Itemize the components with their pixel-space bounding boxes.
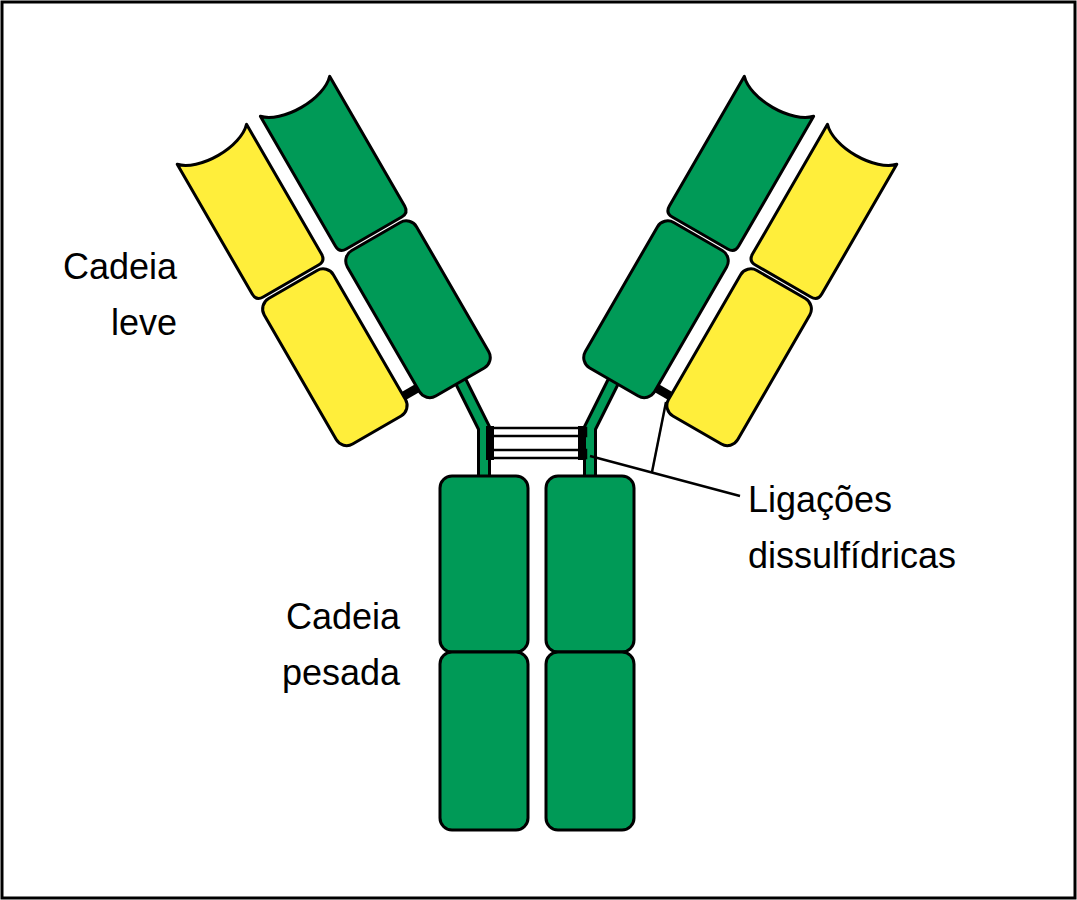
fab-arm-right [579,76,896,450]
disulfide-bond [488,428,586,436]
leader-line [590,456,740,496]
hinge-right [590,376,616,482]
leader-line [652,402,666,472]
fab-arm-left [177,76,494,450]
heavy-chain-constant-domain [440,476,528,652]
part-label: Cadeia pesada [250,589,400,701]
disulfide-bond [488,450,586,458]
bond-end [486,426,494,460]
part-label: Ligações dissulfídricas [748,472,1018,584]
heavy-chain-constant-domain [440,652,528,830]
bond-end [578,426,586,460]
heavy-chain-constant-domain [546,476,634,652]
heavy-chain-constant-domain [546,652,634,830]
part-label: Cadeia leve [27,239,177,351]
hinge-left [458,376,484,482]
